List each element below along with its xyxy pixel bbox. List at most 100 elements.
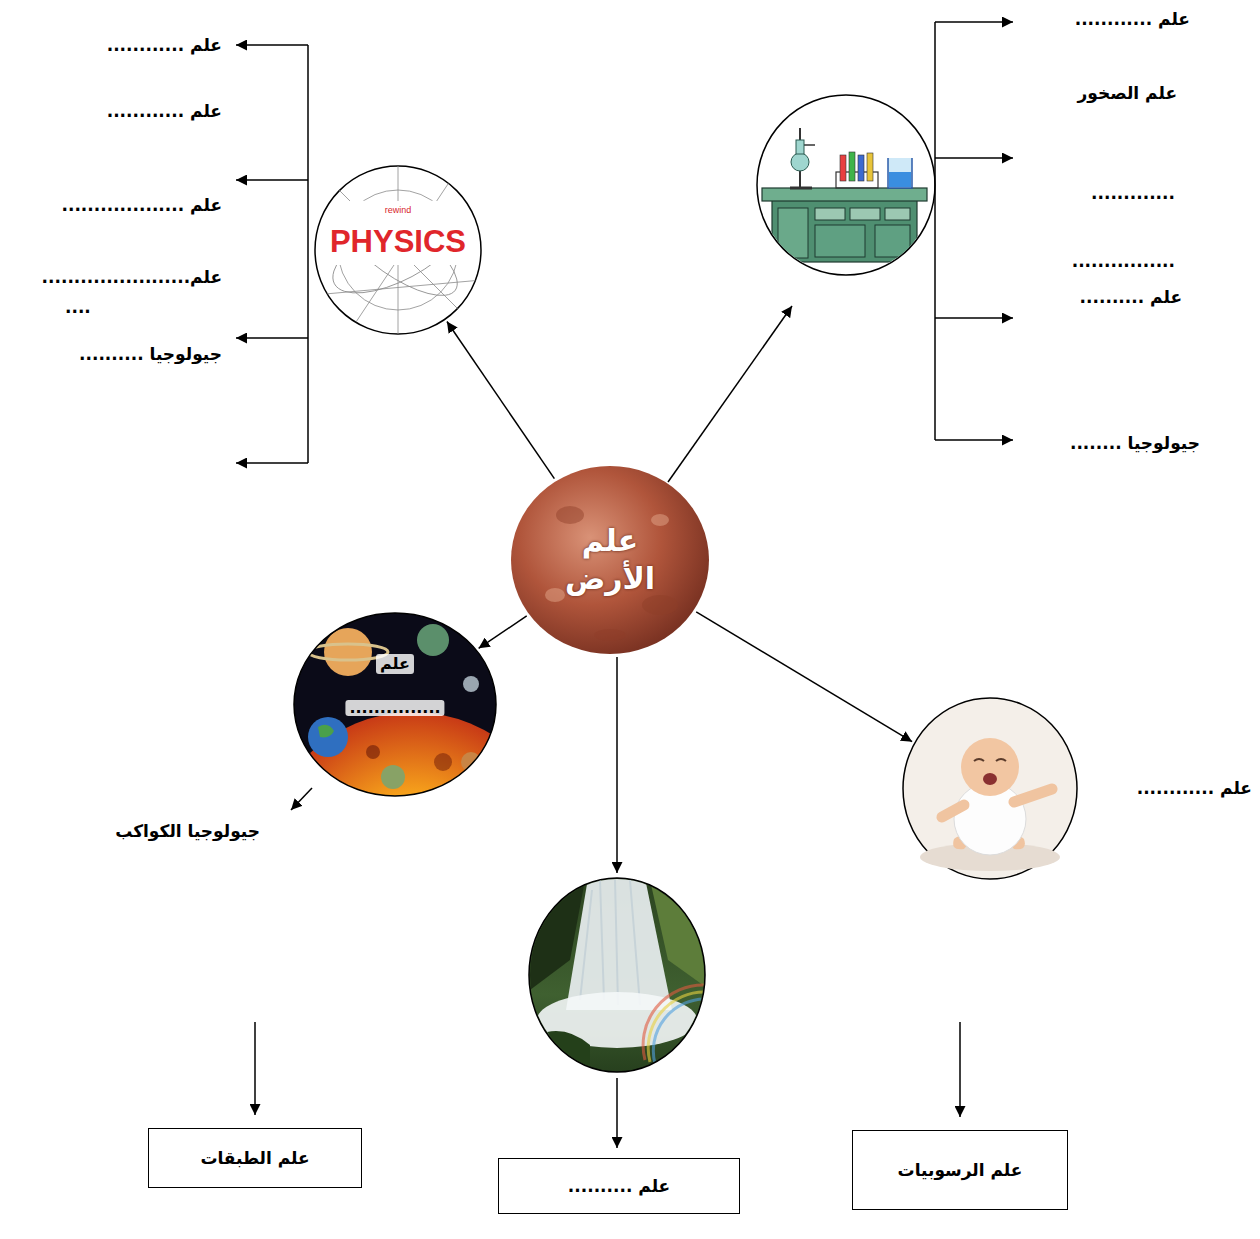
- chemistry-lab-picture: [757, 95, 935, 275]
- chemistry-bracket: [935, 439, 1013, 441]
- picture-caption: rewind: [314, 205, 482, 216]
- waterfall-picture: [653, 999, 707, 1064]
- branch-arrows: [255, 306, 960, 1148]
- circle-title: علم الأرض: [545, 522, 675, 598]
- central-circle-outline: [511, 466, 709, 654]
- branch-label: علم الصخور: [1078, 82, 1177, 104]
- physics-bracket: [236, 337, 308, 339]
- central-circle-outline: [545, 588, 565, 602]
- branch-arrows: [616, 657, 618, 873]
- waterfall-picture: [529, 878, 705, 1072]
- branch-box: علم الرسوبيات: [852, 1130, 1068, 1210]
- chemistry-lab-picture: [762, 128, 927, 262]
- planets-circle-outline: [263, 712, 563, 1012]
- chemistry-bracket: [935, 317, 1013, 319]
- branch-label: علم ..........: [1080, 286, 1182, 308]
- physics-circle-outline: [314, 165, 482, 335]
- baby-circle-outline: [902, 697, 1078, 880]
- chemistry-lab-picture: [867, 153, 873, 181]
- chemistry-bracket: [934, 22, 936, 440]
- chemistry-lab-picture: [875, 225, 910, 257]
- baby-circle-outline: [1014, 789, 1052, 802]
- chemistry-lab-picture: [791, 153, 809, 171]
- chemistry-lab-picture: [888, 158, 912, 188]
- connector-arrow: [479, 616, 527, 648]
- planets-circle: علم...............: [293, 612, 497, 797]
- circle-heading: علم ............: [1137, 777, 1252, 799]
- planets-circle-outline: [308, 717, 348, 757]
- chemistry-lab-picture: [840, 155, 846, 181]
- connector-arrow: [447, 322, 554, 479]
- chemistry-lab-picture: [850, 208, 880, 220]
- chemistry-lab-picture: [815, 225, 865, 257]
- planets-circle-outline: [263, 612, 563, 1012]
- branch-arrows: [959, 1022, 961, 1117]
- branch-label: جيولوجيا الكواكب: [115, 820, 260, 842]
- planets-circle-outline: [381, 765, 405, 789]
- chemistry-lab-picture: [757, 95, 935, 275]
- baby-circle-outline: [974, 759, 1006, 761]
- branch-arrows: [254, 1022, 256, 1115]
- branch-label: علم ............: [107, 34, 222, 56]
- waterfall-picture: [566, 878, 672, 1010]
- waterfall-picture: [528, 878, 710, 1075]
- planets-circle-outline: [434, 753, 452, 771]
- waterfall-picture: [528, 1031, 590, 1075]
- waterfall-picture: [528, 878, 710, 1075]
- physics-bracket: [236, 462, 308, 464]
- branch-label: جيولوجيا ..........: [79, 343, 222, 365]
- baby-circle-outline: [903, 698, 1077, 879]
- baby-circle-outline: [983, 773, 997, 785]
- central-circle: علم الأرض: [510, 465, 710, 655]
- branch-label: ................: [1072, 250, 1175, 272]
- chemistry-bracket: [935, 21, 1013, 23]
- physics-bracket: [307, 45, 309, 463]
- waterfall-picture: [648, 992, 706, 1062]
- physics-circle-outline: [315, 166, 481, 334]
- blank-line: ...............: [345, 700, 444, 716]
- chemistry-lab-picture: [790, 187, 812, 190]
- branch-label: جيولوجيا ........: [1070, 432, 1200, 454]
- circle-title: علم: [376, 654, 414, 674]
- physics-bracket: [236, 44, 308, 46]
- chemistry-lab-picture: [772, 200, 917, 262]
- waterfall-picture: [580, 880, 640, 1005]
- physics-bracket: [236, 179, 308, 181]
- branch-label: .............: [1091, 182, 1175, 204]
- branch-label: علم ............: [107, 100, 222, 122]
- central-circle-outline: [556, 506, 584, 524]
- planets-circle-outline: [463, 676, 479, 692]
- branch-label: ....: [65, 296, 91, 318]
- chemistry-lab-picture: [815, 208, 845, 220]
- physics-circle-outline: [314, 280, 482, 295]
- chemistry-lab-picture: [885, 208, 910, 220]
- chemistry-lab-picture: [762, 188, 927, 201]
- chemistry-lab-picture: [889, 172, 911, 187]
- planets-circle-outline: [293, 612, 497, 797]
- chemistry-lab-picture: [849, 152, 855, 181]
- box-text: علم ..........: [568, 1175, 670, 1197]
- planets-circle-outline: [366, 745, 380, 759]
- baby-circle: علم ............: [902, 697, 1078, 880]
- planets-circle-outline: [417, 624, 449, 656]
- baby-circle-outline: [961, 738, 1019, 796]
- chemistry-bracket: [935, 157, 1013, 159]
- physics-bracket: [236, 45, 308, 463]
- branch-label: علم ...................: [61, 194, 222, 216]
- branch-box: علم الطبقات: [148, 1128, 362, 1188]
- physics-circle-outline: [314, 165, 482, 335]
- chemistry-lab-picture: [796, 140, 804, 154]
- chemistry-lab-picture: [778, 208, 808, 258]
- central-circle-outline: [594, 629, 626, 641]
- circle-title: PHYSICS: [314, 223, 482, 261]
- planets-circle-outline: [324, 628, 372, 676]
- central-circle-outline: [642, 595, 678, 615]
- branch-arrows: [616, 1078, 618, 1148]
- physics-circle: rewindPHYSICS: [314, 165, 482, 335]
- box-text: علم الطبقات: [200, 1147, 309, 1169]
- baby-circle-outline: [942, 805, 964, 817]
- planets-circle-outline: [461, 752, 481, 772]
- connector-arrow: [696, 612, 912, 742]
- planets-circle-outline: [294, 613, 496, 796]
